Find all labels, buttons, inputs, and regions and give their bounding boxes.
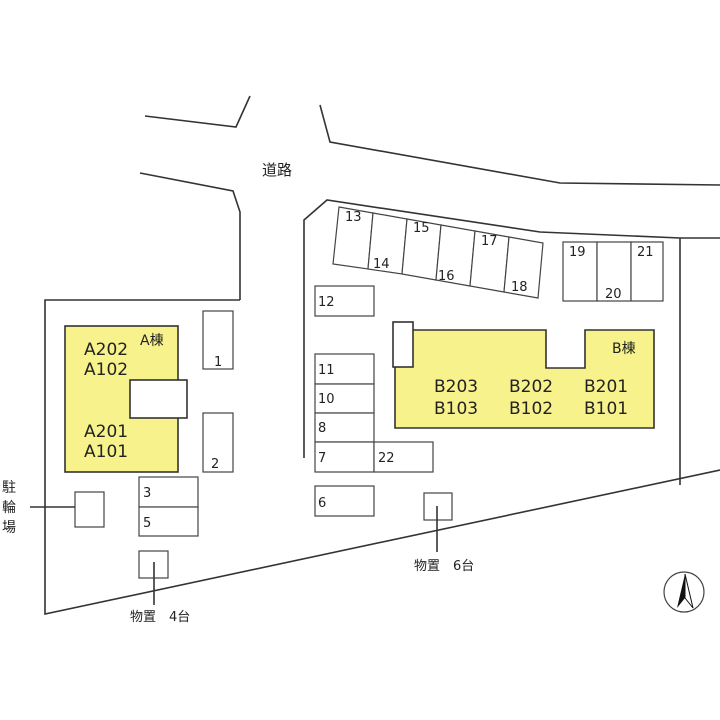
building-a-notch [129,379,188,419]
parking-space-18 [503,236,544,299]
parking-column: 12 11 10 8 7 22 6 [314,285,434,517]
property-boundary [44,299,720,615]
north-arrow-icon [663,571,705,613]
unit-a201: A201 [84,422,128,442]
parking-label-1: 1 [214,355,222,370]
parking-space-7 [314,441,375,473]
parking-angled-row: 13 14 15 16 17 18 [332,206,544,299]
parking-space-1 [202,310,234,370]
parking-label-3: 3 [143,486,151,501]
parking-space-8 [314,412,375,443]
unit-a101: A101 [84,442,128,462]
unit-a102: A102 [84,360,128,380]
parking-label-14: 14 [373,257,390,272]
parking-space-3 [138,476,199,508]
parking-label-17: 17 [481,234,498,249]
parking-label-15: 15 [413,221,430,236]
road-label: 道路 [262,161,292,179]
parking-label-11: 11 [318,363,335,378]
building-a-label: A棟 [140,333,164,349]
building-b-label: B棟 [612,341,636,357]
parking-label-2: 2 [211,457,219,472]
storage-a-label: 物置 4台 [130,610,190,625]
unit-a202: A202 [84,340,128,360]
parking-space-5 [138,506,199,537]
bicycle-parking-char-3: 場 [2,520,16,536]
parking-space-11 [314,353,375,385]
unit-b103: B103 [434,399,478,419]
parking-west: 1 2 3 5 [138,310,234,537]
parking-space-22 [373,441,434,473]
bicycle-parking-area [74,491,105,528]
parking-label-6: 6 [318,496,326,511]
parking-space-12 [314,285,375,317]
storage-b-area [423,492,453,521]
storage-b-label: 物置 6台 [414,559,474,574]
parking-space-2 [202,412,234,473]
parking-space-10 [314,383,375,414]
parking-label-8: 8 [318,421,326,436]
parking-label-12: 12 [318,295,335,310]
parking-space-6 [314,485,375,517]
parking-label-5: 5 [143,516,151,531]
building-b: B棟 B203 B202 B201 B103 B102 B101 [392,321,655,429]
parking-northeast: 19 20 21 [562,241,664,302]
parking-label-7: 7 [318,451,326,466]
bicycle-parking-char-2: 輪 [2,499,16,516]
parking-label-16: 16 [438,269,455,284]
bicycle-parking-char-1: 駐 [2,480,16,496]
parking-label-19: 19 [569,245,586,260]
unit-b102: B102 [509,399,553,419]
unit-b203: B203 [434,377,478,397]
unit-b101: B101 [584,399,628,419]
bicycle-parking: 駐 輪 場 [2,480,105,536]
parking-label-20: 20 [605,287,622,302]
parking-label-18: 18 [511,280,528,295]
parking-space-21 [630,241,664,302]
storage-b: 物置 6台 [414,492,474,574]
storage-a: 物置 4台 [130,550,190,625]
parking-label-22: 22 [378,451,395,466]
parking-label-21: 21 [637,245,654,260]
parking-label-10: 10 [318,392,335,407]
unit-b201: B201 [584,377,628,397]
building-a: A棟 A202 A102 A201 A101 [64,325,188,473]
unit-b202: B202 [509,377,553,397]
parking-space-19 [562,241,598,302]
building-b-footprint [394,329,655,429]
parking-label-13: 13 [345,210,362,225]
road-edges [139,95,720,458]
building-b-entrance [392,321,414,368]
